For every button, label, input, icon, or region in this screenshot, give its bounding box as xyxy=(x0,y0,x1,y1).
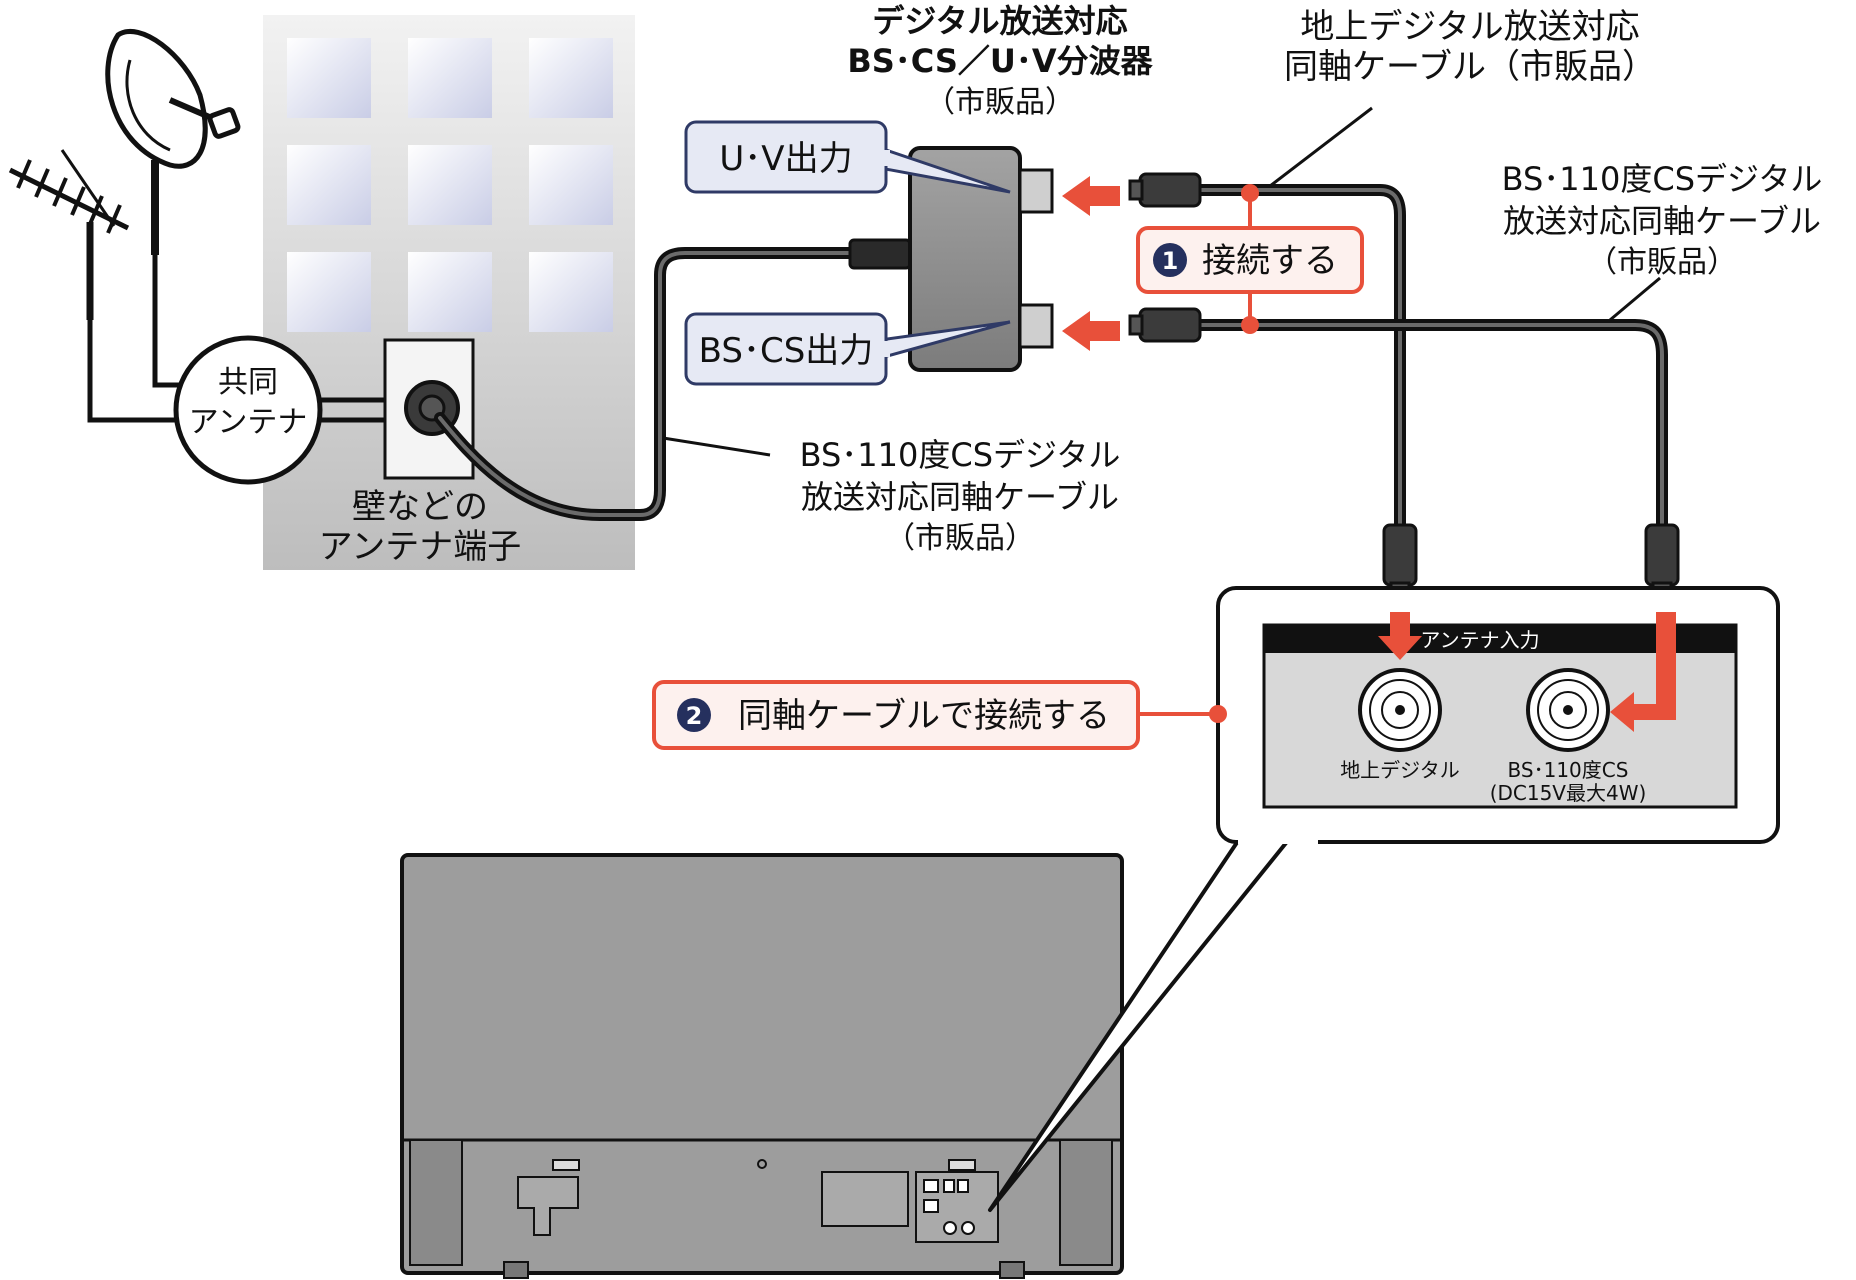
step-1-badge xyxy=(1153,243,1187,277)
antenna-input-header: アンテナ入力 xyxy=(1420,628,1539,652)
tv-back-panel xyxy=(400,853,1124,1279)
uv-output-label: U･V出力 xyxy=(719,139,852,179)
step-1-callout: 1 接続する xyxy=(1136,184,1364,334)
wall-terminal-label-line1: 壁などの xyxy=(352,487,488,527)
step-1-text: 接続する xyxy=(1202,241,1338,281)
step-2-callout: 2 同軸ケーブルで接続する xyxy=(652,680,1227,750)
bs-cable-right-label-line1: BS･110度CSデジタル xyxy=(1502,160,1823,198)
port-bs-label-line2: (DC15V最大4W) xyxy=(1490,781,1647,805)
step-1-badge-number: 1 xyxy=(1162,247,1179,275)
antenna-feed-lines xyxy=(320,397,395,423)
bs-cable-right-label-line3: （市販品） xyxy=(1587,245,1737,280)
splitter-label-line3: （市販品） xyxy=(925,85,1075,120)
cable-wall-to-splitter xyxy=(434,247,856,521)
bs-cable-right-leader xyxy=(1609,276,1661,322)
wall-terminal-label-line2: アンテナ端子 xyxy=(319,527,522,567)
terrestrial-cable-leader xyxy=(1269,106,1373,188)
step-2-badge xyxy=(677,698,711,732)
bscs-output-label: BS･CS出力 xyxy=(699,331,874,371)
bs-cs-uv-splitter xyxy=(908,146,1054,372)
building xyxy=(263,15,635,570)
arrow-into-splitter-uv xyxy=(1062,176,1120,216)
antenna-input-zoom: アンテナ入力 地上デジタル BS･110度CS (DC15V最大4W) xyxy=(1216,586,1780,844)
bs-cs-port xyxy=(1526,668,1610,752)
bscs-output-callout: BS･CS出力 xyxy=(684,312,1011,386)
wall-antenna-terminal xyxy=(383,338,475,480)
bs-cable-right-label-line2: 放送対応同軸ケーブル xyxy=(1503,202,1821,240)
bs-cable-mid-label-line2: 放送対応同軸ケーブル xyxy=(801,478,1119,516)
bs-cs-cable xyxy=(1189,319,1668,546)
port-terrestrial-label: 地上デジタル xyxy=(1340,758,1460,782)
bs-cable-mid-label-line1: BS･110度CSデジタル xyxy=(800,436,1121,474)
shared-antenna: 共同 アンテナ xyxy=(173,335,323,485)
terrestrial-cable-label-line2: 同軸ケーブル（市販品） xyxy=(1284,47,1656,87)
f-connector-terrestrial xyxy=(1128,172,1202,208)
step-2-badge-number: 2 xyxy=(686,702,703,730)
uhf-antenna-icon xyxy=(8,149,190,423)
step-2-text: 同軸ケーブルで接続する xyxy=(738,696,1110,736)
shared-antenna-label-line1: 共同 xyxy=(218,365,278,400)
arrow-into-splitter-bs xyxy=(1062,311,1120,351)
uv-output-callout: U･V出力 xyxy=(684,120,1011,194)
port-bs-label-line1: BS･110度CS xyxy=(1508,758,1629,782)
splitter-label-line2: BS･CS／U･V分波器 xyxy=(847,42,1153,80)
building-windows xyxy=(287,38,613,332)
f-connector-bs-cs xyxy=(1128,307,1202,343)
bs-cable-mid-label-line3: （市販品） xyxy=(885,521,1035,556)
terrestrial-cable xyxy=(1189,184,1406,546)
bs-cable-mid-leader xyxy=(662,436,771,457)
terrestrial-port xyxy=(1358,668,1442,752)
shared-antenna-label-line2: アンテナ xyxy=(189,405,308,440)
splitter-input-plug xyxy=(848,238,912,270)
arrow-into-terrestrial-port xyxy=(1378,612,1422,660)
satellite-dish-icon xyxy=(105,28,241,388)
arrow-into-bs-port xyxy=(1610,612,1676,732)
terrestrial-cable-label-line1: 地上デジタル放送対応 xyxy=(1300,7,1639,47)
splitter-label-line1: デジタル放送対応 xyxy=(872,2,1127,40)
